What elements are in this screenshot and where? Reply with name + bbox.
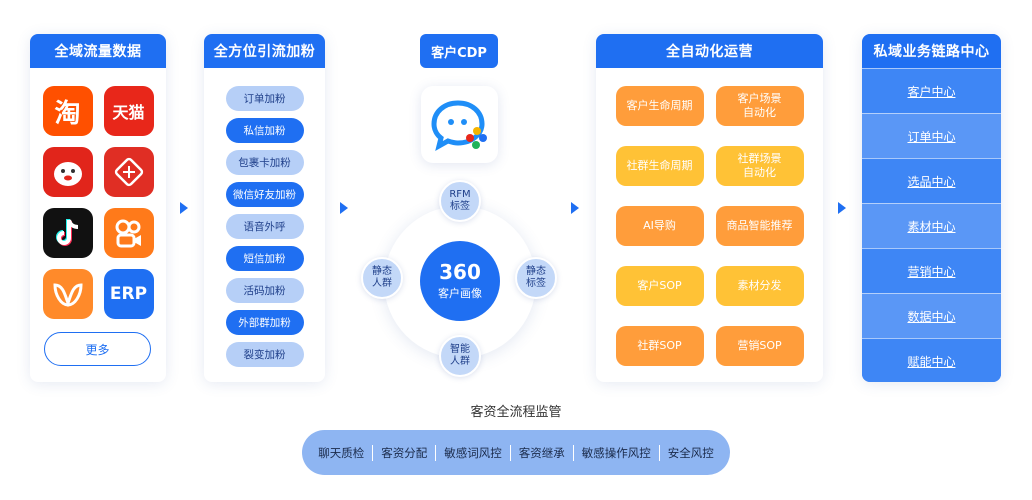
acquisition-item[interactable]: 外部群加粉 — [225, 310, 304, 335]
acquisition-item[interactable]: 订单加粉 — [225, 86, 304, 111]
monitoring-item: 客资分配 — [381, 445, 428, 460]
automation-item[interactable]: 商品智能推荐 — [715, 206, 804, 246]
monitoring-item: 敏感词风控 — [444, 445, 502, 460]
satellite-smart-crowd: 智能 人群 — [439, 335, 481, 377]
arrow-right-icon — [180, 202, 188, 214]
automation-item[interactable]: 社群SOP — [615, 326, 704, 366]
cdp-logo-icon — [421, 86, 498, 163]
automation-title: 全自动化运营 — [596, 34, 823, 68]
automation-card: 全自动化运营 客户生命周期客户场景 自动化社群生命周期社群场景 自动化 AI导购商… — [596, 34, 823, 382]
business-center-link[interactable]: 素材中心 — [862, 203, 1001, 248]
automation-item[interactable]: 社群生命周期 — [615, 146, 704, 186]
erp-icon[interactable]: ERP — [103, 269, 154, 319]
jd-icon[interactable] — [42, 147, 93, 197]
separator — [572, 444, 574, 461]
taobao-icon[interactable]: 淘 — [42, 86, 93, 136]
business-center-link[interactable]: 订单中心 — [862, 113, 1001, 158]
business-center-link[interactable]: 数据中心 — [862, 293, 1001, 338]
business-title: 私域业务链路中心 — [862, 34, 1001, 68]
business-center-link[interactable]: 营销中心 — [862, 248, 1001, 293]
business-list: 客户中心订单中心选品中心素材中心营销中心数据中心赋能中心 — [862, 68, 1001, 382]
monitoring-item: 安全风控 — [667, 445, 714, 460]
automation-item[interactable]: 客户SOP — [615, 266, 704, 306]
acquisition-item[interactable]: 语音外呼 — [225, 214, 304, 239]
douyin-icon[interactable] — [42, 208, 93, 258]
business-center-link[interactable]: 选品中心 — [862, 158, 1001, 203]
monitoring-item: 敏感操作风控 — [581, 445, 651, 460]
monitoring-bar: 聊天质检 客资分配 敏感词风控 客资继承 敏感操作风控 安全风控 — [302, 430, 730, 475]
cdp-title: 客户CDP — [420, 34, 498, 68]
acquisition-title: 全方位引流加粉 — [204, 34, 325, 68]
core-number: 360 — [439, 260, 481, 284]
automation-item[interactable]: 客户生命周期 — [615, 86, 704, 126]
acquisition-item[interactable]: 裂变加粉 — [225, 342, 304, 367]
monitoring-title: 客资全流程监管 — [470, 405, 562, 420]
arrow-right-icon — [838, 202, 846, 214]
app-grid: 淘天猫 ERP — [30, 86, 166, 319]
tmall-icon[interactable]: 天猫 — [103, 86, 154, 136]
arrow-right-icon — [571, 202, 579, 214]
acquisition-card: 全方位引流加粉 订单加粉私信加粉包裹卡加粉微信好友加粉语音外呼短信加粉活码加粉外… — [204, 34, 325, 382]
separator — [658, 444, 660, 461]
acquisition-item[interactable]: 包裹卡加粉 — [225, 150, 304, 175]
kuaishou-icon[interactable] — [103, 208, 154, 258]
satellite-static-tags: 静态 标签 — [515, 257, 557, 299]
more-button[interactable]: 更多 — [44, 332, 151, 366]
separator — [435, 444, 437, 461]
pinduoduo-icon[interactable] — [103, 147, 154, 197]
acquisition-list: 订单加粉私信加粉包裹卡加粉微信好友加粉语音外呼短信加粉活码加粉外部群加粉裂变加粉 — [204, 86, 325, 367]
satellite-static-crowd: 静态 人群 — [361, 257, 403, 299]
business-center-link[interactable]: 客户中心 — [862, 68, 1001, 113]
business-card: 私域业务链路中心 客户中心订单中心选品中心素材中心营销中心数据中心赋能中心 — [862, 34, 1001, 382]
separator — [372, 444, 374, 461]
automation-item[interactable]: AI导购 — [615, 206, 704, 246]
core-label: 客户画像 — [438, 287, 482, 300]
traffic-title: 全域流量数据 — [30, 34, 166, 68]
separator — [509, 444, 511, 461]
acquisition-item[interactable]: 活码加粉 — [225, 278, 304, 303]
acquisition-item[interactable]: 私信加粉 — [225, 118, 304, 143]
satellite-rfm-tags: RFM 标签 — [439, 180, 481, 222]
automation-item[interactable]: 素材分发 — [715, 266, 804, 306]
arrow-right-icon — [340, 202, 348, 214]
monitoring-item: 聊天质检 — [318, 445, 365, 460]
acquisition-item[interactable]: 微信好友加粉 — [225, 182, 304, 207]
monitoring-item: 客资继承 — [518, 445, 565, 460]
automation-item[interactable]: 客户场景 自动化 — [715, 86, 804, 126]
traffic-card: 全域流量数据 淘天猫 ERP 更多 — [30, 34, 166, 382]
automation-grid: 客户生命周期客户场景 自动化社群生命周期社群场景 自动化 AI导购商品智能推荐客户… — [596, 86, 823, 366]
weidian-icon[interactable] — [42, 269, 93, 319]
automation-item[interactable]: 营销SOP — [715, 326, 804, 366]
acquisition-item[interactable]: 短信加粉 — [225, 246, 304, 271]
customer-profile-core: 360 客户画像 — [420, 241, 500, 321]
automation-item[interactable]: 社群场景 自动化 — [715, 146, 804, 186]
business-center-link[interactable]: 赋能中心 — [862, 338, 1001, 382]
